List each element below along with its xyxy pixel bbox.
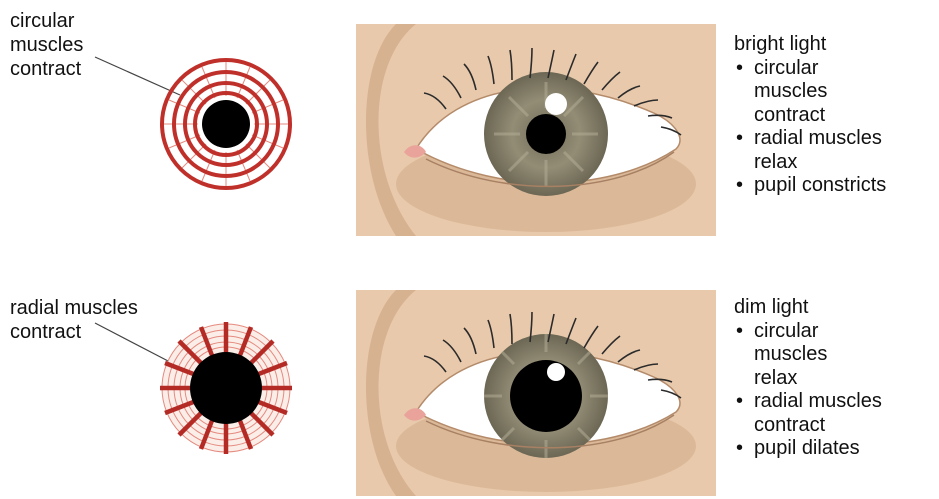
top-notes-list: circular muscles contract radial muscles… <box>734 57 886 198</box>
bottom-eye-illustration <box>356 290 716 496</box>
top-notes-heading: bright light <box>734 33 886 57</box>
bottom-eye-pupil <box>510 360 582 432</box>
bullet-line: pupil constricts <box>754 174 886 198</box>
top-leader-line <box>95 57 180 95</box>
bottom-muscle-label-line: contract <box>10 320 138 344</box>
list-item: radial muscles relax <box>734 127 886 174</box>
bottom-pupil <box>190 352 262 424</box>
bullet-line: contract <box>754 104 886 128</box>
bottom-notes-list: circular muscles relax radial muscles co… <box>734 320 882 461</box>
list-item: radial muscles contract <box>734 390 882 437</box>
list-item: pupil constricts <box>734 174 886 198</box>
bullet-line: radial muscles <box>754 127 886 151</box>
top-eye-illustration <box>356 24 716 236</box>
bullet-line: relax <box>754 367 882 391</box>
bullet-line: contract <box>754 414 882 438</box>
bottom-eye-highlight <box>547 363 565 381</box>
top-iris-diagram <box>162 60 290 188</box>
bottom-notes: dim light circular muscles relax radial … <box>734 296 882 461</box>
list-item: circular muscles relax <box>734 320 882 391</box>
bullet-line: circular <box>754 57 886 81</box>
top-pupil <box>202 100 250 148</box>
bullet-line: pupil dilates <box>754 437 882 461</box>
list-item: pupil dilates <box>734 437 882 461</box>
list-item: circular muscles contract <box>734 57 886 128</box>
bullet-line: circular <box>754 320 882 344</box>
bullet-line: relax <box>754 151 886 175</box>
top-notes: bright light circular muscles contract r… <box>734 33 886 198</box>
bottom-iris-diagram <box>160 322 292 454</box>
bullet-line: muscles <box>754 80 886 104</box>
bullet-line: radial muscles <box>754 390 882 414</box>
top-eye-highlight <box>545 93 567 115</box>
top-eye-pupil <box>526 114 566 154</box>
bottom-muscle-label-line: radial muscles <box>10 296 138 320</box>
bottom-notes-heading: dim light <box>734 296 882 320</box>
bottom-muscle-label: radial muscles contract <box>10 296 138 344</box>
bullet-line: muscles <box>754 343 882 367</box>
